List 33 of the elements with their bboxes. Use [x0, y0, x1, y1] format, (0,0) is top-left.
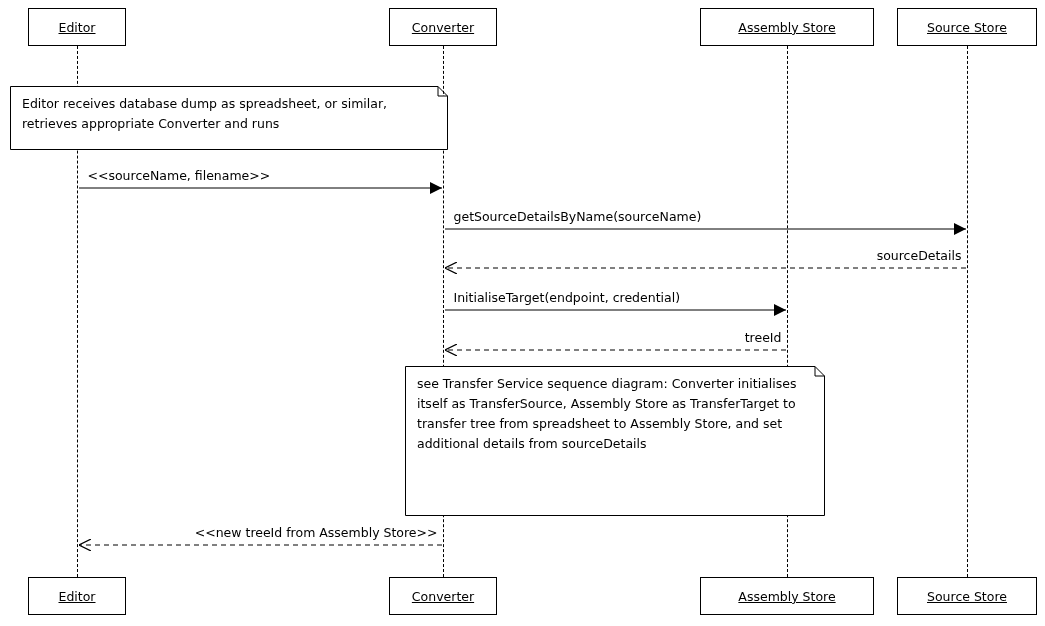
note-text: Editor receives database dump as spreadsheet, or similar, retrieves appropriate Converter and runs — [22, 95, 389, 133]
message-label: sourceDetails — [876, 249, 962, 263]
return-arrow — [444, 343, 787, 357]
participant-name: Source Store — [927, 588, 1007, 604]
lifeline — [967, 46, 969, 577]
participant-name: Source Store — [927, 19, 1007, 35]
note-text: see Transfer Service sequence diagram: Converter initialises itself as TransferSource, Assembly Store as TransferTarget to transfer tree from spreadsheet to Assembly Store, and set additional details from sourceDetails — [417, 375, 798, 453]
message-arrow — [78, 182, 443, 194]
participant-name: Editor — [58, 588, 96, 604]
participant-name: Assembly Store — [738, 19, 836, 35]
message-label: <<sourceName, filename>> — [87, 169, 271, 183]
participant-box — [389, 8, 497, 46]
message-arrow — [444, 223, 967, 235]
participant-name: Editor — [58, 19, 96, 35]
participant-box — [897, 577, 1037, 615]
participant-box — [389, 577, 497, 615]
message-label: InitialiseTarget(endpoint, credential) — [453, 291, 681, 305]
note — [10, 86, 448, 150]
return-arrow — [444, 261, 967, 275]
message-arrow — [444, 304, 787, 316]
participant-name: Assembly Store — [738, 588, 836, 604]
participant-name: Converter — [411, 19, 475, 35]
return-arrow — [78, 538, 443, 552]
message-label: <<new treeId from Assembly Store>> — [194, 526, 438, 540]
participant-box — [700, 8, 874, 46]
participant-box — [897, 8, 1037, 46]
message-label: getSourceDetailsByName(sourceName) — [453, 210, 702, 224]
note — [405, 366, 825, 516]
participant-box — [28, 577, 126, 615]
participant-box — [28, 8, 126, 46]
message-label: treeId — [744, 331, 782, 345]
participant-name: Converter — [411, 588, 475, 604]
participant-box — [700, 577, 874, 615]
